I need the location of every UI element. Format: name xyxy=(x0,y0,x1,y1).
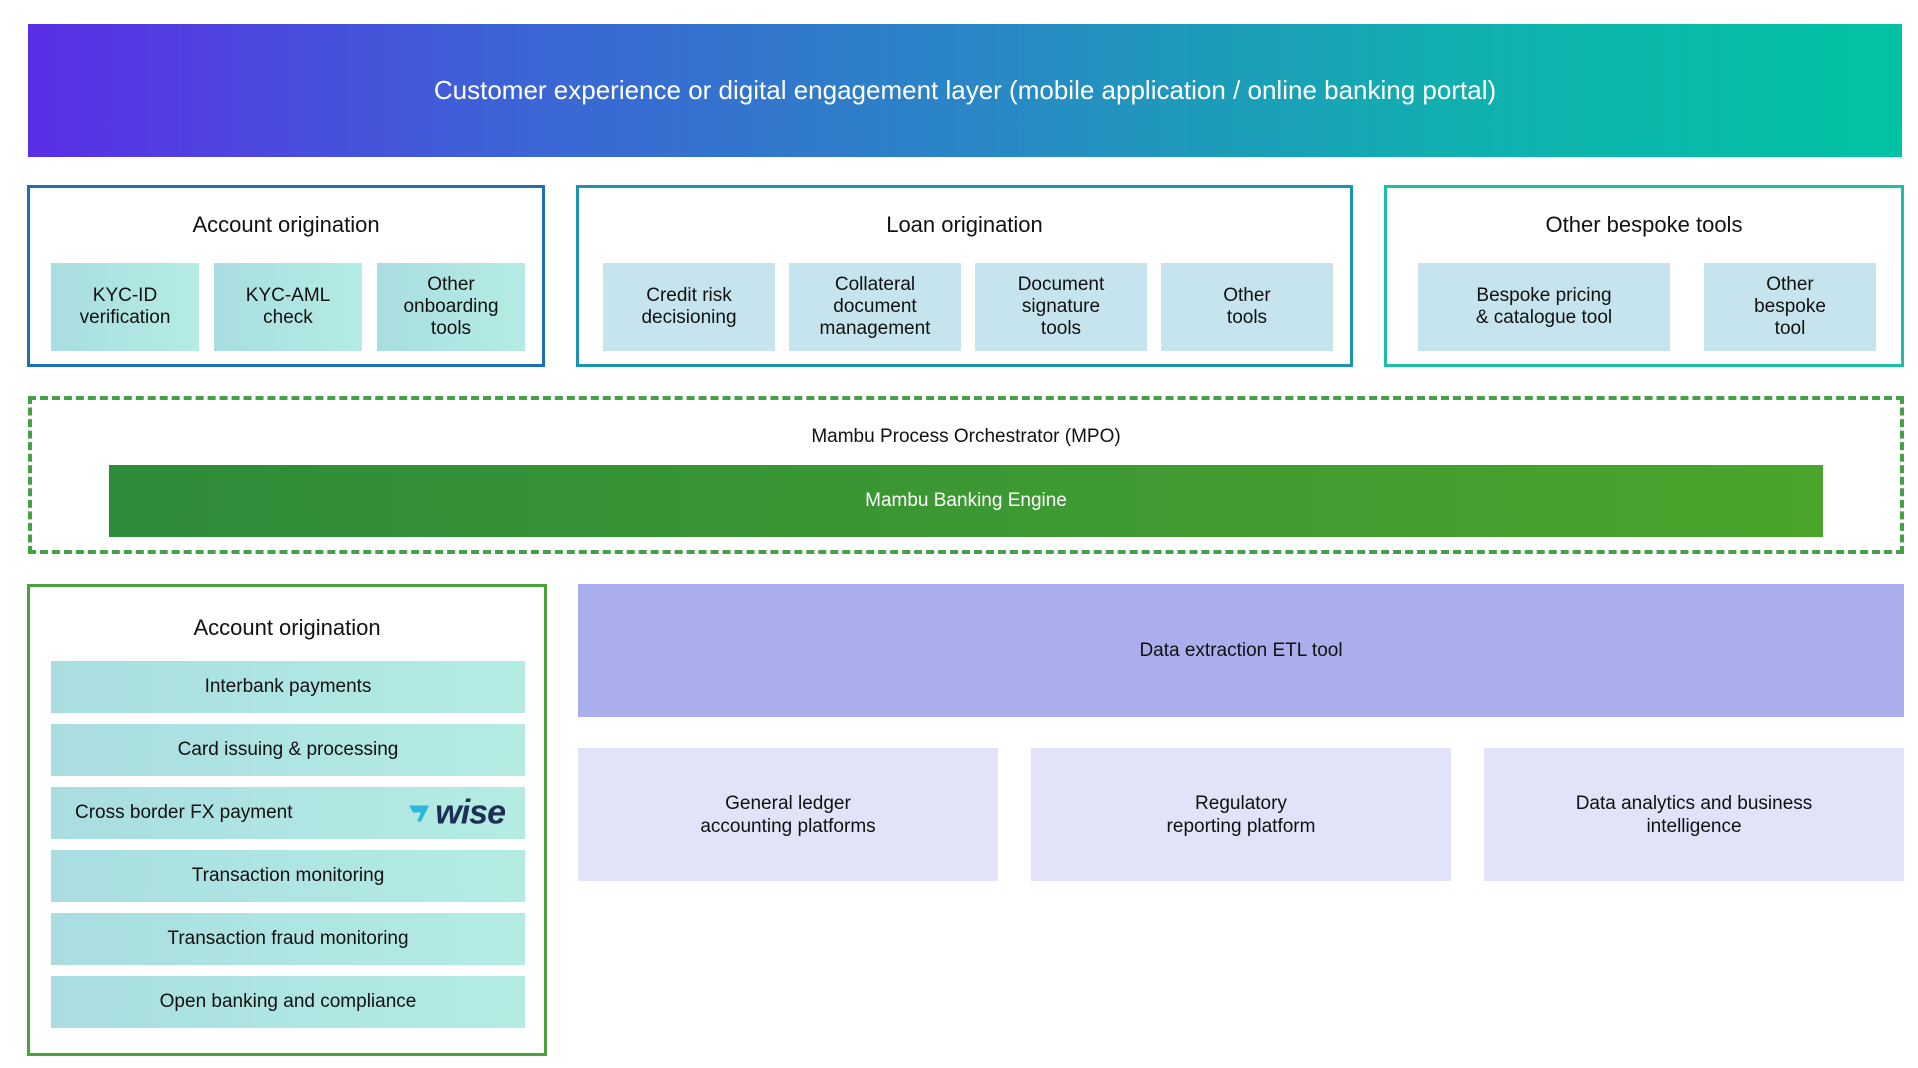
row-label: Card issuing & processing xyxy=(177,739,399,760)
kyc-aml-check-tile: KYC-AML check xyxy=(214,263,362,351)
banner-label: Customer experience or digital engagemen… xyxy=(433,75,1497,105)
credit-risk-decisioning-tile: Credit risk decisioning xyxy=(603,263,775,351)
row-label: Cross border FX payment xyxy=(75,802,293,823)
interbank-payments-row: Interbank payments xyxy=(51,661,525,713)
data-extraction-etl-box: Data extraction ETL tool xyxy=(578,584,1904,717)
other-bespoke-tool-tile: Other bespoke tool xyxy=(1704,263,1876,351)
bespoke-tools-panel: Other bespoke tools Bespoke pricing & ca… xyxy=(1384,185,1904,367)
row-label: Interbank payments xyxy=(204,676,372,697)
row-label: Open banking and compliance xyxy=(159,991,417,1012)
loan-origination-title: Loan origination xyxy=(886,212,1043,237)
regulatory-reporting-platform-box: Regulatory reporting platform xyxy=(1031,748,1451,881)
wise-logo: wise xyxy=(407,793,506,833)
account-origination-panel: Account origination KYC-ID verification … xyxy=(27,185,545,367)
etl-label: Data extraction ETL tool xyxy=(1139,639,1343,661)
other-onboarding-tools-tile: Other onboarding tools xyxy=(377,263,525,351)
customer-experience-banner: Customer experience or digital engagemen… xyxy=(28,24,1902,157)
kyc-id-verification-tile: KYC-ID verification xyxy=(51,263,199,351)
process-orchestrator-frame: Mambu Process Orchestrator (MPO) xyxy=(28,396,1904,554)
account-origination-title: Account origination xyxy=(192,212,380,237)
banking-engine-bar: Mambu Banking Engine xyxy=(109,465,1823,537)
loan-origination-panel: Loan origination Credit risk decisioning… xyxy=(576,185,1353,367)
other-tools-tile: Other tools xyxy=(1161,263,1333,351)
card-issuing-row: Card issuing & processing xyxy=(51,724,525,776)
transaction-fraud-monitoring-row: Transaction fraud monitoring xyxy=(51,913,525,965)
row-label: Transaction monitoring xyxy=(191,865,385,886)
account-origination-lower-panel: Account origination Interbank payments C… xyxy=(27,584,547,1056)
wise-wordmark: wise xyxy=(435,793,506,832)
wise-flag-icon xyxy=(409,805,430,821)
data-analytics-platform-box: Data analytics and business intelligence xyxy=(1484,748,1904,881)
row-label: Transaction fraud monitoring xyxy=(167,928,409,949)
banking-engine-label: Mambu Banking Engine xyxy=(865,490,1067,511)
account-origination-lower-title: Account origination xyxy=(193,615,381,640)
general-ledger-platform-box: General ledger accounting platforms xyxy=(578,748,998,881)
bespoke-pricing-catalogue-tile: Bespoke pricing & catalogue tool xyxy=(1418,263,1670,351)
document-signature-tools-tile: Document signature tools xyxy=(975,263,1147,351)
process-orchestrator-label: Mambu Process Orchestrator (MPO) xyxy=(811,426,1121,447)
open-banking-compliance-row: Open banking and compliance xyxy=(51,976,525,1028)
collateral-document-management-tile: Collateral document management xyxy=(789,263,961,351)
cross-border-fx-row: Cross border FX payment wise xyxy=(51,787,525,839)
bespoke-tools-title: Other bespoke tools xyxy=(1545,212,1743,237)
transaction-monitoring-row: Transaction monitoring xyxy=(51,850,525,902)
